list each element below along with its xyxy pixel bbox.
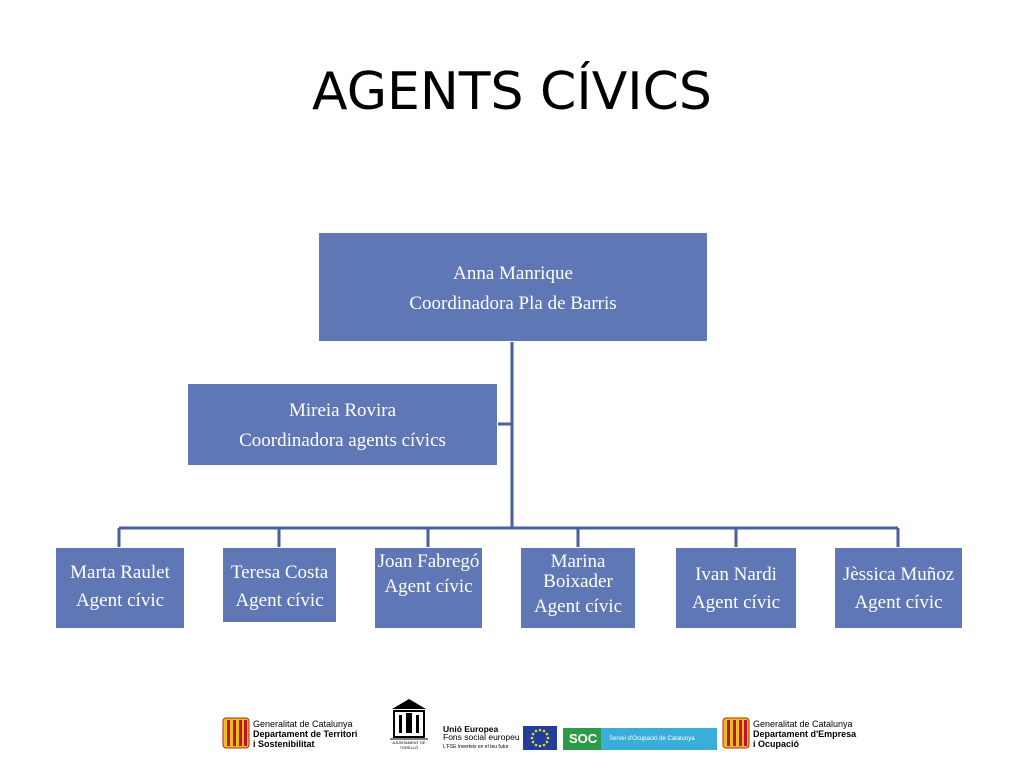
- logo-line: AJUNTAMENT: [392, 740, 419, 745]
- node-role: Coordinadora Pla de Barris: [409, 293, 617, 314]
- logo-line: SOC: [569, 731, 598, 746]
- logo-line: L'FSE inverteix en el teu futur: [443, 744, 509, 750]
- logo-line: Fons social europeu: [443, 732, 520, 742]
- org-node-member-3[interactable]: Joan Fabregó Agent cívic: [374, 547, 483, 629]
- org-node-assistant[interactable]: Mireia Rovira Coordinadora agents cívics: [187, 383, 498, 466]
- logo-line: i Sostenibilitat: [253, 739, 315, 749]
- logo-ajuntament: AJUNTAMENT DE TORELLÓ: [384, 697, 434, 751]
- logo-line: Departament d'Empresa: [753, 729, 857, 739]
- logo-unio-europea: Unió Europea Fons social europeu L'FSE i…: [441, 725, 558, 751]
- node-name: Teresa Costa: [230, 562, 329, 583]
- node-role: Agent cívic: [75, 590, 165, 611]
- generalitat-emblem-icon: [722, 717, 750, 749]
- node-name: Ivan Nardi: [695, 564, 777, 585]
- org-node-root[interactable]: Anna Manrique Coordinadora Pla de Barris: [318, 232, 708, 342]
- logo-line: Generalitat de Catalunya: [253, 719, 353, 729]
- slide-title: AGENTS CÍVICS: [312, 62, 712, 122]
- org-node-member-4[interactable]: Marina Boixader Agent cívic: [520, 547, 636, 629]
- logo-line: Servei d'Ocupació de Catalunya: [609, 736, 695, 742]
- node-name: Mireia Rovira: [288, 400, 397, 421]
- node-role: Agent cívic: [854, 592, 943, 613]
- org-node-member-6[interactable]: Jèssica Muñoz Agent cívic: [834, 547, 963, 629]
- node-name: Marina Boixader: [543, 551, 613, 592]
- node-name: Jèssica Muñoz: [842, 564, 955, 585]
- org-node-member-5[interactable]: Ivan Nardi Agent cívic: [675, 547, 797, 629]
- ajuntament-shield-icon: [390, 699, 428, 740]
- node-role: Coordinadora agents cívics: [239, 430, 446, 451]
- logo-line: DE TORELLÓ: [399, 740, 426, 750]
- eu-flag-icon: [523, 726, 557, 750]
- logo-generalitat-empresa: Generalitat de Catalunya Departament d'E…: [721, 716, 862, 750]
- logo-line: Unió Europea: [443, 724, 499, 734]
- node-name: Marta Raulet: [70, 562, 170, 583]
- logo-line: i Ocupació: [753, 739, 800, 749]
- node-role: Agent cívic: [533, 596, 623, 617]
- generalitat-emblem-icon: [222, 717, 250, 749]
- logo-soc: SOC Servei d'Ocupació de Catalunya: [563, 728, 717, 750]
- logo-line: Generalitat de Catalunya: [753, 719, 853, 729]
- org-node-member-1[interactable]: Marta Raulet Agent cívic: [55, 547, 185, 629]
- node-role: Agent cívic: [235, 590, 324, 611]
- node-name: Anna Manrique: [453, 263, 573, 284]
- logo-line: Departament de Territori: [253, 729, 358, 739]
- node-name: Joan Fabregó: [377, 551, 480, 572]
- logo-generalitat-territori: Generalitat de Catalunya Departament de …: [221, 716, 378, 750]
- node-role: Agent cívic: [691, 592, 781, 613]
- node-role: Agent cívic: [384, 576, 473, 597]
- org-node-member-2[interactable]: Teresa Costa Agent cívic: [222, 547, 337, 623]
